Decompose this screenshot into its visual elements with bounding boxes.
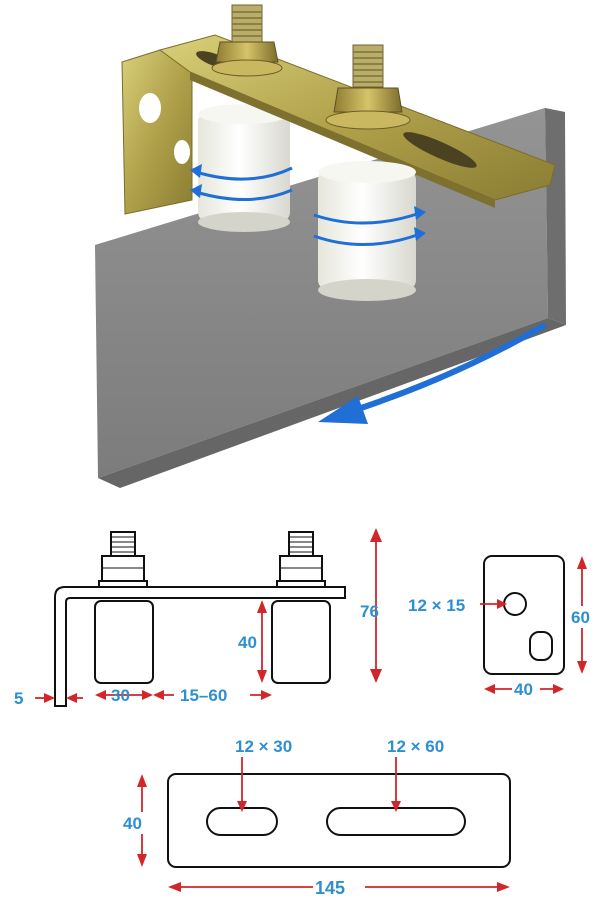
top-plate-drawing: 12 × 30 12 × 60 40 145 bbox=[120, 737, 511, 898]
side-roller-right bbox=[271, 600, 331, 684]
end-plate-hole-bottom bbox=[529, 631, 553, 661]
end-plate-hole-top bbox=[503, 592, 527, 616]
dim-end-plate-height: 60 bbox=[571, 608, 590, 627]
side-bolt-left bbox=[98, 531, 148, 588]
front-roller bbox=[318, 161, 416, 301]
rotation-arrowheads bbox=[190, 164, 426, 241]
product-illustration bbox=[95, 4, 566, 488]
right-bolt bbox=[325, 44, 411, 130]
side-bolt-right bbox=[276, 531, 326, 588]
bracket-leg bbox=[121, 49, 193, 215]
dim-roller-spacing: 15–60 bbox=[180, 686, 227, 705]
dim-slot-right: 12 × 60 bbox=[387, 737, 444, 756]
top-plate-slot-left bbox=[206, 807, 278, 836]
dim-top-plate-length: 145 bbox=[315, 878, 345, 898]
dim-total-height: 76 bbox=[360, 602, 379, 621]
motion-arrow bbox=[318, 322, 547, 424]
dim-roller-height: 40 bbox=[238, 633, 257, 652]
rotation-arrows bbox=[195, 166, 421, 247]
dim-end-plate-width: 40 bbox=[514, 680, 533, 699]
leg-hole-bottom bbox=[174, 140, 190, 164]
left-bolt bbox=[211, 4, 283, 77]
side-l-bracket bbox=[54, 586, 346, 707]
rail-bottom-edge bbox=[98, 318, 566, 488]
end-plate-outline bbox=[483, 555, 565, 675]
side-view-drawing: 76 40 5 30 15–60 bbox=[14, 528, 382, 708]
dim-slot-left: 12 × 30 bbox=[235, 737, 292, 756]
back-roller bbox=[198, 104, 290, 232]
plate-slot-right bbox=[403, 132, 477, 168]
end-plate-drawing: 12 × 15 60 40 bbox=[408, 555, 597, 699]
side-roller-left bbox=[94, 600, 154, 684]
dim-thickness: 5 bbox=[14, 689, 23, 708]
bracket-plate-edge bbox=[190, 72, 495, 208]
dim-hole-size: 12 × 15 bbox=[408, 596, 465, 615]
top-plate-outline bbox=[167, 773, 511, 868]
dim-roller-width: 30 bbox=[111, 686, 130, 705]
rail-side-face bbox=[545, 108, 566, 325]
dim-top-plate-height: 40 bbox=[123, 814, 142, 833]
top-plate-slot-right bbox=[326, 807, 466, 836]
leg-hole-top bbox=[139, 93, 161, 123]
